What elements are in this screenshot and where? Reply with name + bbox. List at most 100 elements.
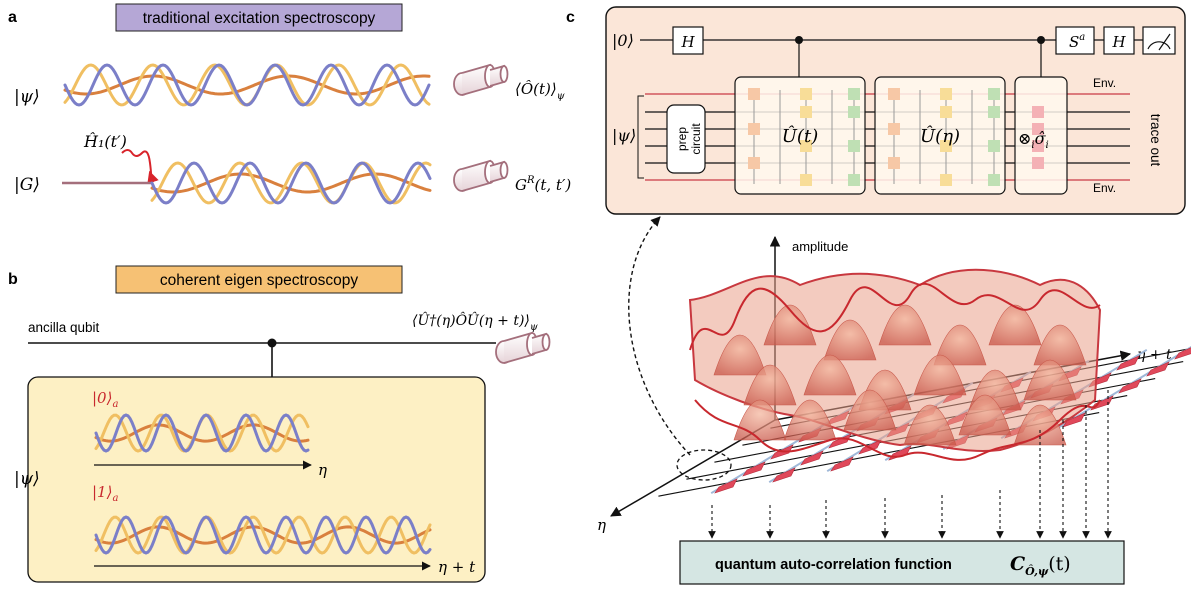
gate-H2-label: H <box>1111 33 1126 51</box>
detector-icon-correlator <box>495 332 551 364</box>
gate-square <box>988 140 1000 152</box>
panel-a-label: a <box>8 9 17 26</box>
panel-a-title: traditional excitation spectroscopy <box>143 10 376 27</box>
observable-label: ⟨Ô(t)⟩ψ <box>515 80 565 102</box>
sigma-gates <box>1032 106 1044 169</box>
wave-blue <box>94 413 310 453</box>
panel-b-title-box <box>115 265 403 294</box>
wave-group-branch1 <box>94 515 432 555</box>
gate-H <box>672 26 704 55</box>
gate-square <box>940 140 952 152</box>
wave-yellow <box>94 515 432 555</box>
surface-peak <box>988 304 1042 346</box>
panel-a: a traditional excitation spectroscopy |ψ… <box>8 3 571 205</box>
gate-square <box>988 106 1000 118</box>
lattice-node <box>1118 378 1142 394</box>
psi-brace <box>637 95 644 179</box>
surface-peak <box>783 399 837 441</box>
qacf-text: quantum auto-correlation function <box>715 557 952 573</box>
panel-a-title-box <box>115 3 403 32</box>
wave-blue <box>94 515 432 555</box>
wave-blue <box>63 63 431 107</box>
gate-square <box>748 123 760 135</box>
wave-group-psi <box>63 63 431 107</box>
sigma-block <box>1014 76 1068 195</box>
surface-peak <box>933 324 987 366</box>
gate-square <box>940 174 952 186</box>
gate-H-label: H <box>680 33 695 51</box>
gate-square <box>800 106 812 118</box>
panel-b-label: b <box>8 271 18 288</box>
surface-front-line <box>694 399 1101 461</box>
detector-icon-greens <box>453 160 509 192</box>
surface-peak <box>1013 404 1067 446</box>
gate-square <box>800 88 812 100</box>
qacf-box <box>679 540 1125 585</box>
selected-node-circle <box>676 449 732 481</box>
measurement-icon <box>1142 26 1176 55</box>
detector-icon-observable <box>453 64 509 96</box>
gate-square <box>940 88 952 100</box>
panel-c-label: c <box>566 9 575 26</box>
panel-b-psi: |ψ⟩ <box>14 469 40 489</box>
surface-peak <box>843 389 897 431</box>
trace-out-label: trace out <box>1148 114 1163 167</box>
wave-group-branch0 <box>94 413 310 453</box>
dashed-link-arrow <box>628 216 691 456</box>
amplitude-label: amplitude <box>792 239 848 254</box>
lattice-node <box>1174 347 1191 360</box>
perturbation-label: Ĥ₁(t′) <box>83 131 127 151</box>
surface-peak <box>1023 359 1077 401</box>
gate-square <box>848 140 860 152</box>
gate-S <box>1055 26 1095 55</box>
panel-b-title: coherent eigen spectroscopy <box>160 272 358 289</box>
lattice-node <box>714 478 738 494</box>
gate-square <box>848 106 860 118</box>
amplitude-plot: amplitude η + t η <box>597 235 1191 539</box>
prep-label-1: prep <box>675 127 689 151</box>
wave-orange <box>94 423 310 443</box>
surface <box>688 268 1102 461</box>
circuit-ket0: |0⟩ <box>612 31 634 50</box>
panel-c: c |0⟩ H Sa H |ψ⟩ prep circuit Û(t) <box>566 6 1191 585</box>
gate-square <box>888 123 900 135</box>
state-G-label: |G⟩ <box>14 175 40 195</box>
U-t-label: Û(t) <box>782 124 818 147</box>
lattice-node <box>1062 412 1086 428</box>
gate-square <box>800 140 812 152</box>
gate-square <box>800 174 812 186</box>
env-top-label: Env. <box>1093 76 1116 90</box>
gate-S-label: Sa <box>1069 32 1085 51</box>
surface-edge-line <box>689 282 1101 351</box>
gate-square <box>748 157 760 169</box>
U-eta-label: Û(η) <box>920 124 960 147</box>
lattice-node <box>888 445 912 461</box>
eta-t-axis-label: η + t <box>438 558 476 576</box>
surface-peak <box>913 354 967 396</box>
env-bottom-label: Env. <box>1093 181 1116 195</box>
prep-circuit-box <box>666 104 706 174</box>
surface-peak <box>958 394 1012 436</box>
lattice-node <box>772 467 796 483</box>
surface-peak <box>743 364 797 406</box>
perturbation-arrow <box>121 149 159 185</box>
gate-square <box>748 88 760 100</box>
state-psi-label: |ψ⟩ <box>14 87 40 107</box>
surface-peak <box>878 304 932 346</box>
wave-orange <box>150 172 432 194</box>
surface-peak <box>823 319 877 361</box>
correlator-label: ⟨Û†(η)ÔÛ(η + t)⟩ψ <box>412 311 538 333</box>
gate-H2 <box>1103 26 1135 55</box>
lattice-node <box>1116 355 1140 371</box>
greens-function-label: GR(t, t′) <box>515 175 571 194</box>
panel-b: b coherent eigen spectroscopy ancilla qu… <box>8 265 551 583</box>
surface-peak <box>803 354 857 396</box>
down-arrows <box>708 390 1112 539</box>
eta-axis-label: η <box>318 461 327 479</box>
ancilla-label: ancilla qubit <box>28 320 100 335</box>
lattice-node <box>800 450 824 466</box>
gate-square <box>848 88 860 100</box>
circuit-psi: |ψ⟩ <box>612 126 636 145</box>
surface-peak <box>1033 324 1087 366</box>
gate-square <box>988 174 1000 186</box>
